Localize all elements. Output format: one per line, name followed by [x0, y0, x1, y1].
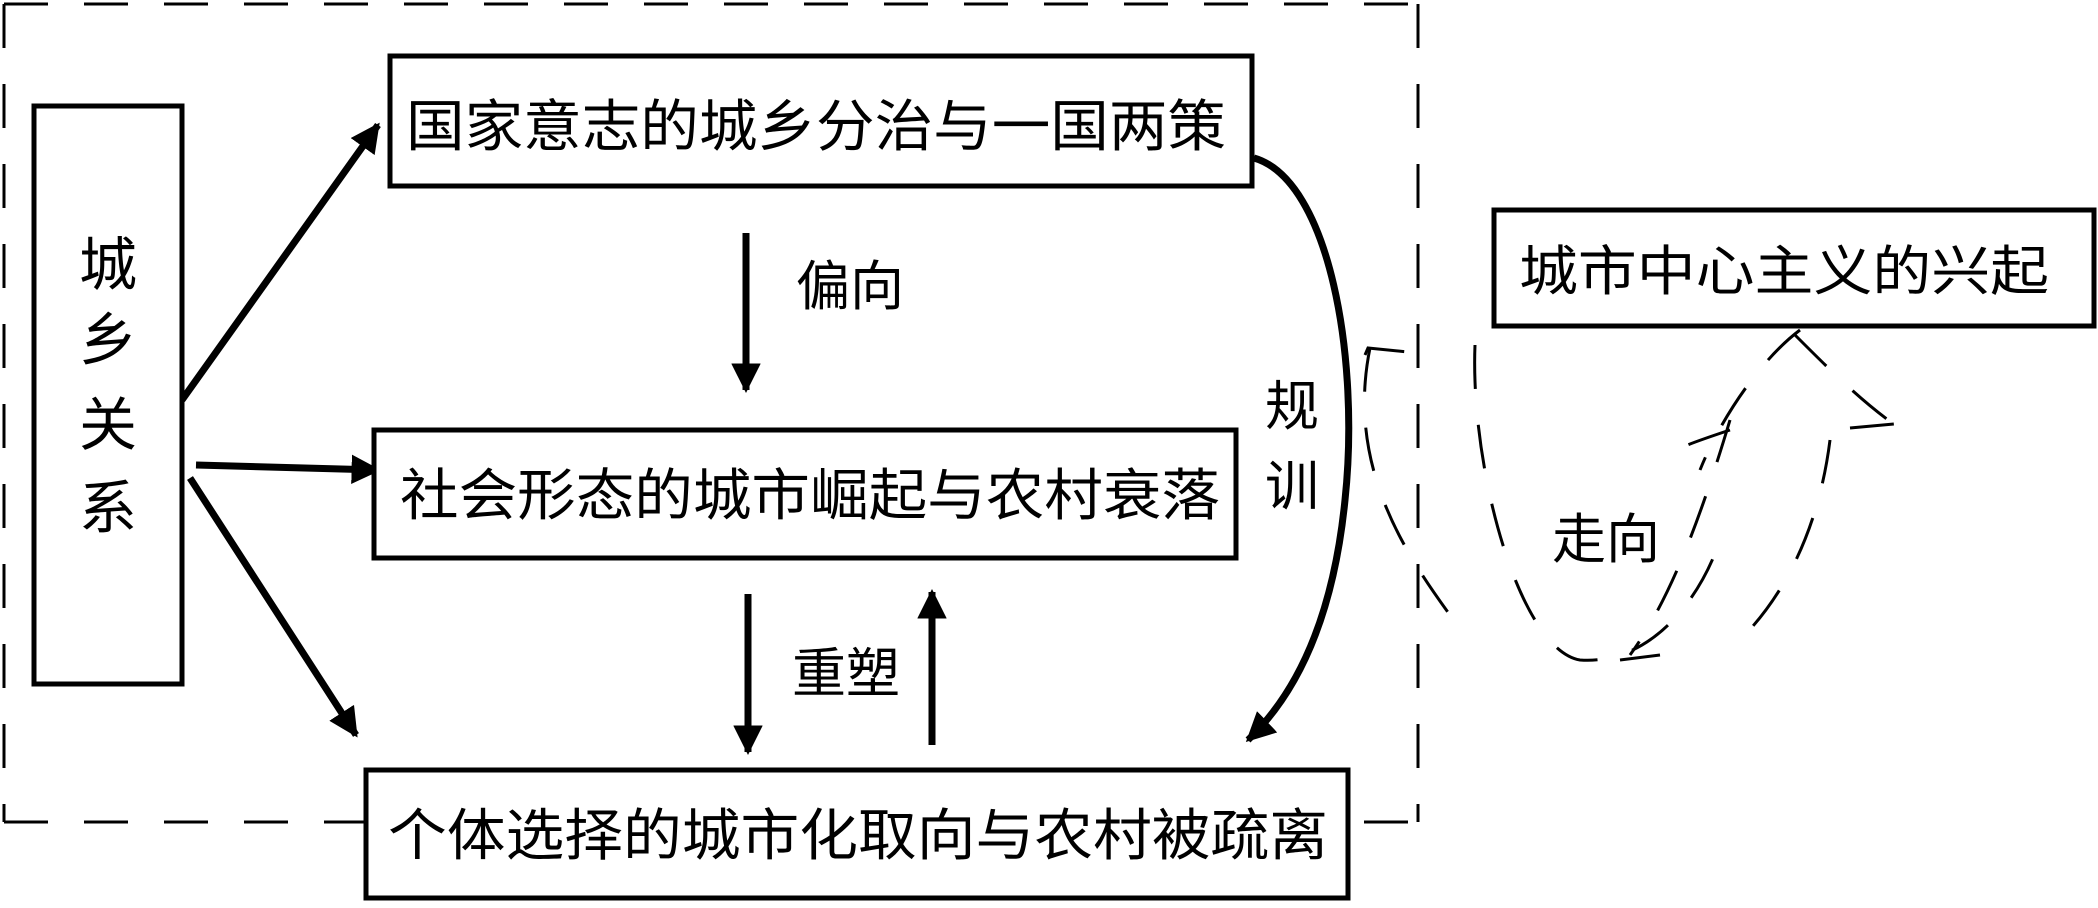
- top-box: 国家意志的城乡分治与一国两策: [387, 53, 1255, 189]
- right-box: 城市中心主义的兴起: [1491, 207, 2097, 329]
- label-reshape: 重塑: [792, 642, 900, 705]
- middle-box-label: 社会形态的城市崛起与农村衰落: [400, 464, 1220, 529]
- edges: [179, 122, 1353, 755]
- bottom-box: 个体选择的城市化取向与农村被疏离: [363, 767, 1351, 901]
- label-trend: 走向: [1552, 508, 1660, 571]
- left-box-char-2: 乡: [79, 306, 137, 374]
- label-discipline-char-2: 训: [1265, 455, 1319, 518]
- bottom-box-label: 个体选择的城市化取向与农村被疏离: [388, 804, 1328, 869]
- top-box-label: 国家意志的城乡分治与一国两策: [406, 95, 1226, 160]
- middle-box: 社会形态的城市崛起与农村衰落: [371, 427, 1239, 561]
- label-discipline-char-1: 规: [1265, 375, 1319, 438]
- left-box-char-3: 关: [79, 391, 137, 459]
- left-box-char-1: 城: [79, 231, 137, 299]
- right-box-label: 城市中心主义的兴起: [1519, 240, 2049, 303]
- dashed-cycle-loop: [1362, 328, 1898, 662]
- dashed-frame: [2, 2, 1420, 824]
- arrow-discipline: [1245, 154, 1353, 743]
- arrow-to-middle-box: [195, 454, 381, 484]
- arrow-to-bottom-box: [187, 476, 359, 738]
- left-box-char-4: 系: [79, 474, 137, 542]
- arrow-to-top-box: [179, 122, 381, 403]
- label-bias: 偏向: [796, 255, 904, 318]
- left-box: 城 乡 关 系: [31, 103, 185, 687]
